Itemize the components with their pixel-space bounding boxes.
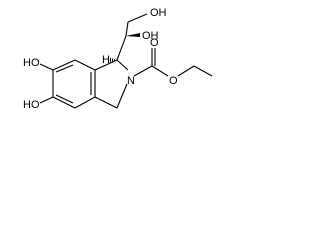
- bond-ar-inner-2: [55, 94, 74, 104]
- bond-ar-c5-c6: [52, 96, 76, 109]
- bond-ch2-ch3: [193, 65, 213, 77]
- structure-canvas: OH OH HO HO N O O H: [0, 0, 230, 148]
- label-oh-mid: OH: [142, 30, 159, 42]
- bond-c1-n2: [116, 59, 129, 71]
- bond-c6-oh: [39, 96, 54, 104]
- bond-c1prime-c2prime: [125, 21, 129, 37]
- bond-n2-c3: [116, 83, 128, 109]
- bond-c2prime-oh: [127, 13, 148, 23]
- bond-c3-c4: [94, 96, 118, 109]
- bond-carbonyl-oester: [151, 65, 169, 77]
- wedge-bond-oh: [126, 33, 140, 37]
- label-ho-upper: HO: [23, 57, 40, 69]
- bond-n-carbonyl: [133, 65, 153, 77]
- bond-ar-c8a-c8: [74, 59, 96, 71]
- bond-ar-inner-3: [55, 64, 74, 73]
- label-oh-top: OH: [150, 7, 167, 19]
- bond-oester-ch2: [177, 65, 195, 77]
- label-carbonyl-o: O: [150, 37, 159, 49]
- bond-c1-c1prime: [116, 35, 127, 61]
- label-ho-lower: HO: [23, 99, 40, 111]
- hashed-bond-h: [108, 57, 117, 63]
- label-n: N: [127, 75, 135, 87]
- label-stereo-h: H: [102, 54, 110, 66]
- bond-lines: [39, 13, 213, 109]
- bond-ar-c4a-c5: [74, 96, 96, 109]
- label-ester-o: O: [169, 75, 178, 87]
- chemical-structure-diagram: OH OH HO HO N O O H: [23, 7, 213, 111]
- bond-ar-c7-c8: [52, 59, 76, 71]
- bond-c8a-c1: [94, 59, 118, 71]
- bond-c7-oh: [39, 63, 54, 71]
